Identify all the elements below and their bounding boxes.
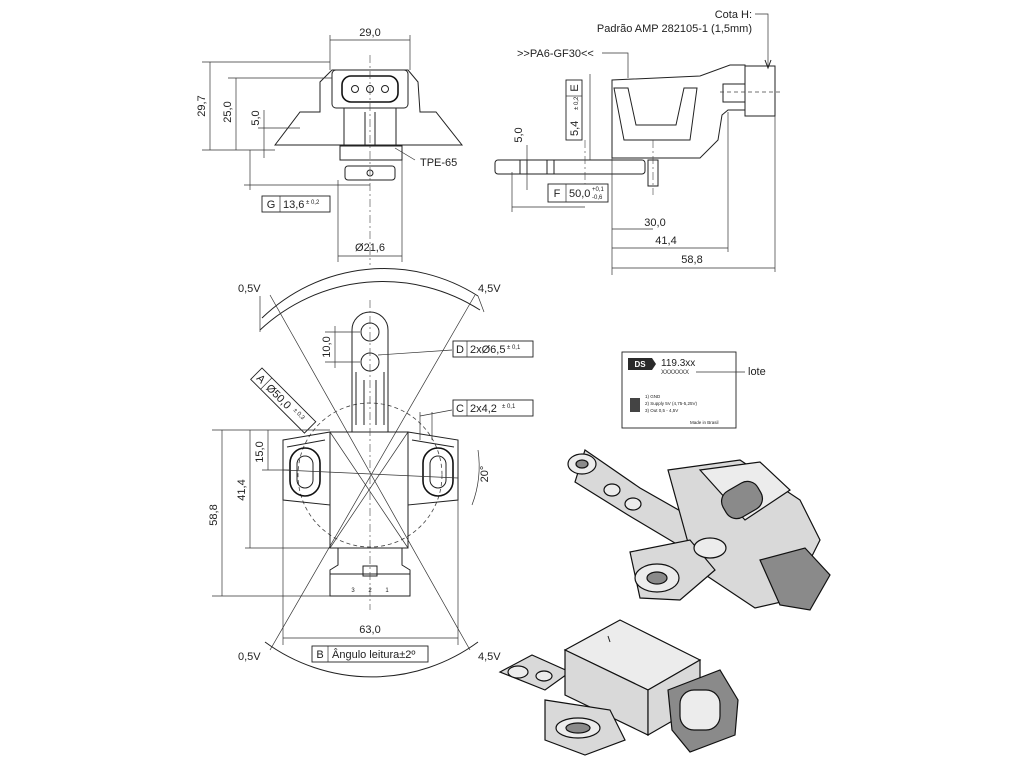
- label-pin2: 2) Supply 5V (4,75-5,25V): [645, 401, 698, 406]
- top-view: 0,5V 4,5V 0,5V 4,5V 3 2 1: [208, 268, 534, 678]
- padrao-label: Padrão AMP 282105-1 (1,5mm): [597, 23, 752, 35]
- dim-height-small: 5,0: [250, 110, 262, 125]
- d-tolerance: ± 0,1: [507, 345, 521, 351]
- b-letter: B: [316, 649, 323, 661]
- dim-41: 41,4: [655, 235, 676, 247]
- b-value: Ângulo leitura±2º: [332, 648, 415, 661]
- v05-top: 0,5V: [238, 283, 261, 295]
- f-tol-upper: +0,1: [592, 187, 605, 193]
- iso-view-2: [498, 619, 739, 756]
- tpe-label: TPE-65: [420, 157, 457, 169]
- f-value: 50,0: [569, 188, 590, 200]
- label-pin3: 3) Out 0,5 - 4,5V: [645, 408, 678, 413]
- c-tolerance: ± 0,1: [502, 404, 516, 410]
- dim-63: 63,0: [359, 624, 380, 636]
- label-logo: DS: [634, 360, 646, 369]
- v45-bottom: 4,5V: [478, 651, 501, 663]
- dim-diameter: Ø21,6: [355, 242, 385, 254]
- e-tolerance: ± 0,2: [574, 96, 580, 110]
- cota-h-label: Cota H:: [715, 9, 752, 21]
- material-label: >>PA6-GF30<<: [517, 48, 594, 60]
- g-letter: G: [267, 199, 276, 211]
- dim-side-5: 5,0: [513, 127, 525, 142]
- dim-height-total: 29,7: [196, 95, 208, 116]
- c-value: 2x4,2: [470, 403, 497, 415]
- angle-20: 20°: [479, 466, 491, 483]
- dim-30: 30,0: [644, 217, 665, 229]
- product-label: DS 119.3xx XXXXXXX lote 1) GND 2) Supply…: [621, 351, 766, 429]
- e-value: 5,4: [569, 121, 581, 136]
- d-value: 2xØ6,5: [470, 344, 505, 356]
- f-tol-lower: -0,6: [592, 195, 603, 201]
- dim-58-vertical: 58,8: [208, 504, 220, 525]
- made-in-label: Made in Brasil: [690, 420, 719, 425]
- d-letter: D: [456, 344, 464, 356]
- c-letter: C: [456, 403, 464, 415]
- v45-top: 4,5V: [478, 283, 501, 295]
- v05-bottom: 0,5V: [238, 651, 261, 663]
- dim-top-width: 29,0: [359, 27, 380, 39]
- lote-label: lote: [748, 366, 766, 378]
- dim-height-body: 25,0: [222, 101, 234, 122]
- g-value: 13,6: [283, 199, 304, 211]
- dim-58: 58,8: [681, 254, 702, 266]
- dim-10: 10,0: [321, 336, 333, 357]
- dim-15: 15,0: [254, 441, 266, 462]
- pin-1: 1: [385, 588, 389, 594]
- connector-icon: [630, 398, 640, 412]
- iso-view-1: [567, 449, 831, 611]
- pin-2: 2: [368, 588, 372, 594]
- e-letter: E: [569, 84, 581, 91]
- label-serial: XXXXXXX: [661, 370, 689, 376]
- label-part-number: 119.3xx: [661, 358, 695, 369]
- pin-3: 3: [351, 588, 355, 594]
- g-tolerance: ± 0,2: [306, 200, 320, 206]
- side-view: Cota H: Padrão AMP 282105-1 (1,5mm) >>PA…: [494, 9, 780, 275]
- front-view: 29,0 29,7 25,0 5,0 G 13,6 ± 0,2 TPE-65 Ø…: [196, 27, 464, 265]
- dim-41-vertical: 41,4: [236, 479, 248, 500]
- f-letter: F: [554, 188, 561, 200]
- label-pin1: 1) GND: [645, 394, 661, 399]
